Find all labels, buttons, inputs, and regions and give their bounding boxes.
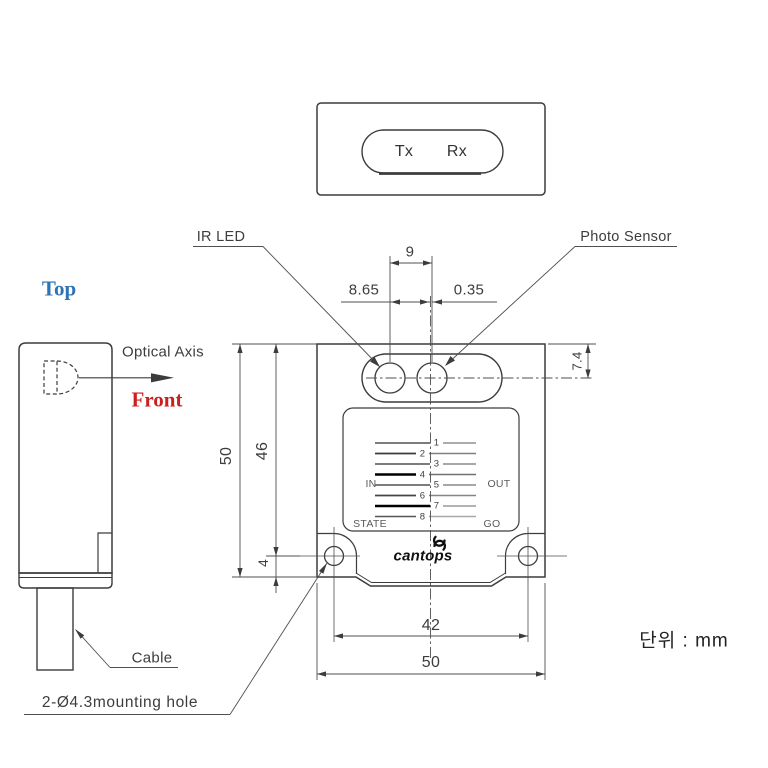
- channel-number: 7: [433, 500, 440, 512]
- side-view-outline: [18, 342, 113, 671]
- top-view-window: [361, 129, 504, 174]
- led-flange: [43, 360, 58, 395]
- front-body: [316, 343, 546, 587]
- dimension-lines: [232, 256, 596, 680]
- top-view-body: [316, 102, 546, 196]
- cable-label: Cable: [131, 649, 173, 667]
- plate-in-label: IN: [365, 478, 377, 490]
- photo-sensor-label: Photo Sensor: [580, 229, 672, 245]
- dim-center-to-sensor: 0.35: [453, 281, 485, 299]
- view-label-front: Front: [131, 387, 183, 412]
- front-ear-left: [317, 532, 358, 574]
- channel-number: 2: [419, 448, 426, 459]
- dim-top-to-hole: 46: [254, 441, 271, 461]
- top-view-outline: [316, 102, 546, 196]
- unit-note: 단위 : mm: [639, 630, 729, 652]
- view-label-top: Top: [41, 276, 77, 301]
- side-step-notch: [97, 532, 112, 573]
- hole-crosshairs: [296, 527, 567, 642]
- brand-swirl-icon: [432, 535, 447, 551]
- channel-number: 3: [433, 458, 440, 470]
- dim-hole-to-bottom: 4: [255, 558, 271, 568]
- channel-number: 1: [433, 437, 440, 449]
- optical-axis-arrow: [79, 373, 174, 383]
- dimension-arrowheads: [237, 260, 591, 677]
- dim-body-width: 50: [421, 654, 441, 671]
- dim-led-to-center: 8.65: [348, 281, 380, 299]
- dim-hole-spacing: 42: [421, 617, 441, 634]
- side-cable: [36, 587, 74, 671]
- side-led-hidden: [43, 360, 79, 395]
- tx-label: Tx: [394, 143, 414, 160]
- led-dome: [56, 360, 79, 395]
- channel-number: 4: [419, 469, 426, 480]
- ir-led-label: IR LED: [196, 229, 246, 245]
- optical-axis-arrowhead: [151, 373, 174, 383]
- side-flange: [18, 572, 113, 589]
- plate-state-label: STATE: [353, 518, 387, 530]
- channel-number: 8: [419, 511, 426, 522]
- channel-number: 5: [433, 479, 440, 491]
- mounting-leader: [229, 562, 328, 715]
- plate-out-label: OUT: [487, 478, 511, 490]
- rx-label: Rx: [446, 143, 468, 160]
- dim-body-height: 50: [218, 446, 235, 466]
- leader-lines: [24, 246, 677, 715]
- optical-axis-label: Optical Axis: [122, 343, 204, 361]
- front-bottom-chamfer-inner: [355, 572, 506, 583]
- photo-sensor-leader: [445, 246, 576, 366]
- dim-top-to-optical-axis: 7.4: [569, 351, 585, 371]
- plate-go-label: GO: [483, 518, 501, 530]
- dim-led-sensor-spacing: 9: [405, 243, 415, 261]
- centerlines: [366, 296, 594, 660]
- channel-number: 6: [419, 490, 426, 501]
- front-ear-right: [504, 532, 545, 574]
- brand-wordmark: cantops: [393, 547, 453, 565]
- plate-channel-lines: [375, 442, 476, 518]
- mounting-hole-label: 2-Ø4.3mounting hole: [41, 694, 199, 711]
- label-plate: [342, 407, 520, 532]
- leader-arrowheads: [75, 356, 455, 639]
- ir-led-leader: [262, 246, 380, 367]
